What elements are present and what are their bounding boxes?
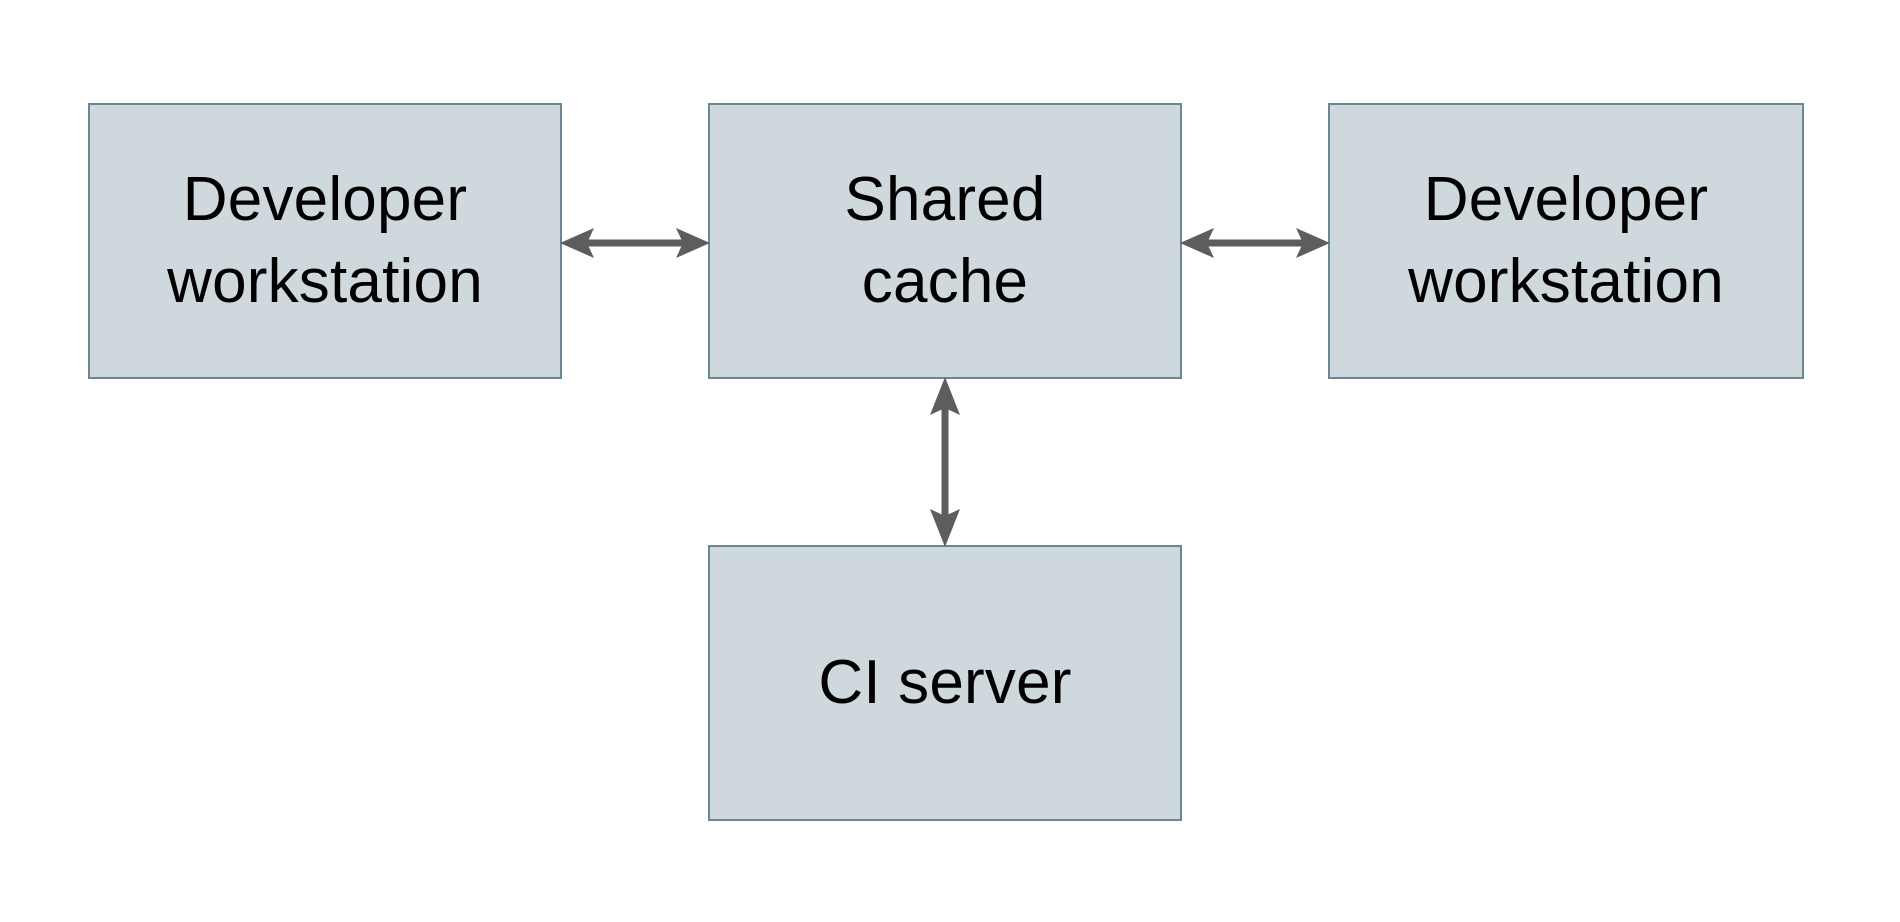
connector-shared-cache-to-developer-workstation-right [1180, 228, 1330, 258]
node-developer-workstation-right[interactable]: Developer workstation [1328, 103, 1804, 379]
connector-developer-workstation-left-to-shared-cache [560, 228, 710, 258]
node-label: CI server [818, 648, 1072, 718]
arrowhead-right-icon [1296, 228, 1330, 258]
node-label: Developer workstation [1408, 165, 1724, 316]
connector-shared-cache-to-ci-server [930, 377, 960, 547]
arrowhead-down-icon [930, 509, 960, 547]
node-label: Shared cache [844, 165, 1046, 316]
arrowhead-left-icon [560, 228, 594, 258]
node-label: Developer workstation [167, 165, 483, 316]
node-shared-cache[interactable]: Shared cache [708, 103, 1182, 379]
arrowhead-left-icon [1180, 228, 1214, 258]
arrowhead-right-icon [676, 228, 710, 258]
arrowhead-up-icon [930, 377, 960, 415]
node-ci-server[interactable]: CI server [708, 545, 1182, 821]
node-developer-workstation-left[interactable]: Developer workstation [88, 103, 562, 379]
